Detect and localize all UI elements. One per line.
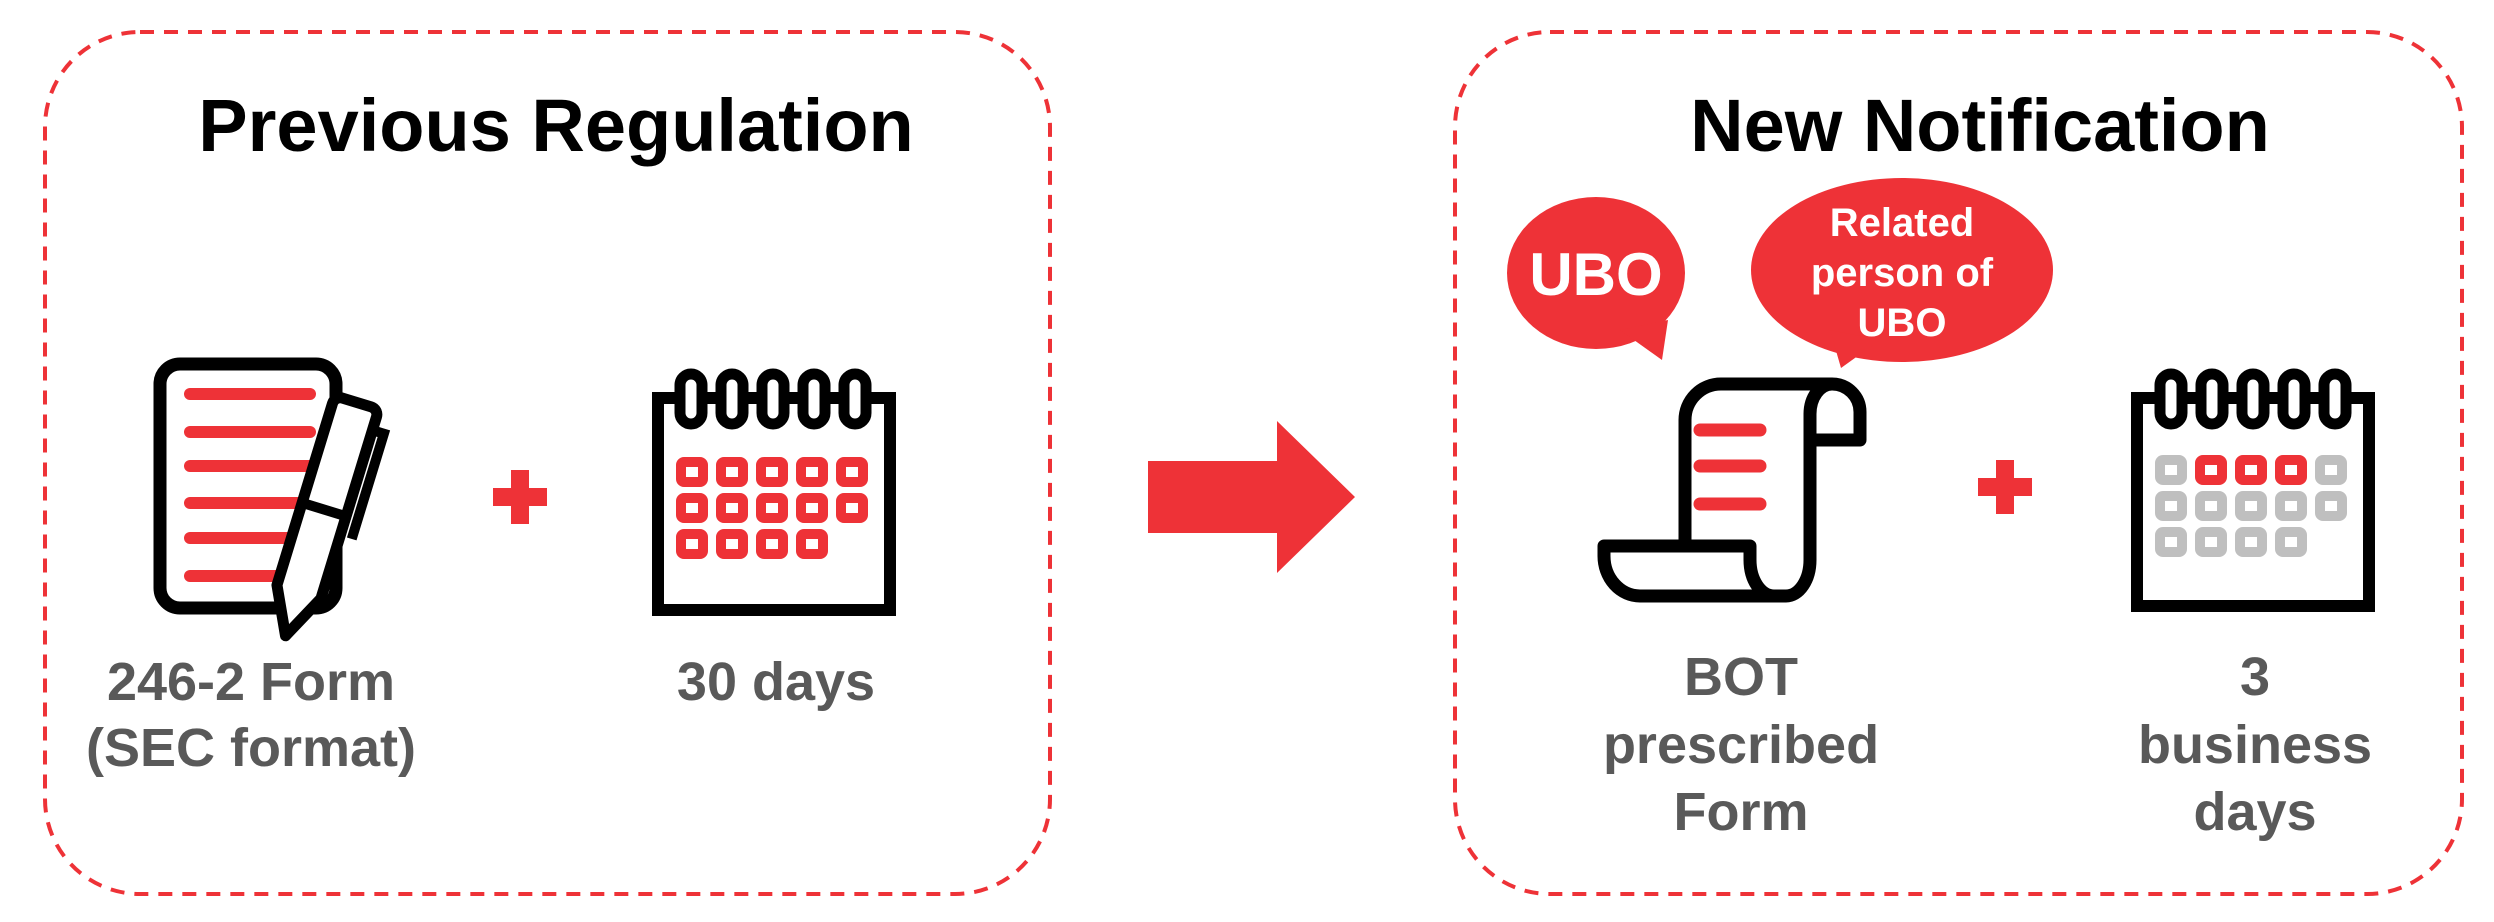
calendar-day-cell — [2155, 455, 2187, 485]
form-label-line-3: Form — [1674, 782, 1809, 842]
calendar-day-cell — [2235, 491, 2267, 521]
days-label-line-2: business — [2138, 715, 2372, 775]
panel-title: Previous Regulation — [198, 84, 913, 167]
plus-icon — [493, 470, 547, 524]
calendar-day-cell — [836, 493, 868, 523]
form-label-line-2: (SEC format) — [86, 718, 416, 778]
calendar-day-cell — [2275, 527, 2307, 557]
calendar-day-cell — [756, 493, 788, 523]
plus-icon — [1978, 460, 2032, 514]
calendar-day-cell — [2155, 527, 2187, 557]
days-label: 30 days — [677, 652, 875, 712]
bubble-text-line-3: UBO — [1858, 301, 1947, 345]
calendar-day-cell — [2235, 455, 2267, 485]
bubble-text: UBO — [1529, 241, 1662, 308]
arrow-right-icon — [1148, 421, 1355, 573]
calendar-day-cell — [2235, 527, 2267, 557]
speech-bubble-related-person: Related person of UBO — [1751, 178, 2053, 368]
calendar-day-cell — [756, 529, 788, 559]
previous-regulation-panel: Previous Regulation — [43, 30, 1052, 896]
new-notification-panel: New Notification UBO Related person of U… — [1453, 30, 2464, 896]
calendar-icon — [652, 368, 896, 616]
calendar-day-cell — [836, 457, 868, 487]
calendar-day-cell — [676, 457, 708, 487]
panel-title: New Notification — [1690, 84, 2270, 167]
calendar-day-cell — [796, 457, 828, 487]
calendar-day-cell — [716, 529, 748, 559]
calendar-day-cell — [716, 457, 748, 487]
form-label-line-2: prescribed — [1603, 715, 1879, 775]
calendar-day-cell — [2155, 491, 2187, 521]
calendar-day-cell — [2195, 527, 2227, 557]
panel-border — [1453, 30, 2464, 896]
form-label-line-1: BOT — [1684, 647, 1798, 707]
calendar-day-cell — [676, 529, 708, 559]
calendar-day-cell — [2275, 455, 2307, 485]
days-label-line-3: days — [2193, 782, 2316, 842]
document-pen-icon — [153, 357, 391, 642]
scroll-icon — [1597, 377, 1867, 603]
bubble-text-line-1: Related — [1830, 201, 1975, 245]
calendar-day-cell — [796, 493, 828, 523]
calendar-day-cell — [716, 493, 748, 523]
calendar-icon — [2131, 368, 2375, 612]
calendar-day-cell — [2195, 455, 2227, 485]
calendar-day-cell — [796, 529, 828, 559]
calendar-day-cell — [676, 493, 708, 523]
calendar-day-cell — [2315, 455, 2347, 485]
calendar-day-cell — [2275, 491, 2307, 521]
calendar-day-cell — [2195, 491, 2227, 521]
panel-border — [43, 30, 1052, 896]
form-label-line-1: 246-2 Form — [107, 652, 395, 712]
calendar-day-cell — [756, 457, 788, 487]
speech-bubble-ubo: UBO — [1507, 197, 1685, 360]
calendar-day-cell — [2315, 491, 2347, 521]
bubble-text-line-2: person of — [1811, 251, 1994, 295]
days-label-line-1: 3 — [2240, 647, 2270, 707]
